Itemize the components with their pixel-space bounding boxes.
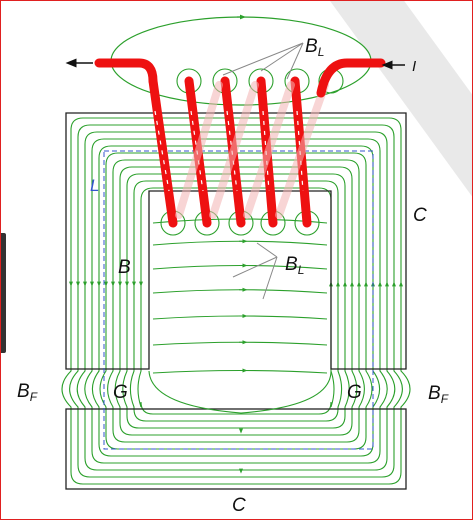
label-leakage-mid: BL [285, 254, 304, 277]
label-field: B [118, 257, 131, 278]
winding-back-segment [275, 81, 329, 219]
label-current: I [412, 58, 416, 75]
label-core-bottom: C [232, 495, 246, 516]
window-field-line [148, 370, 332, 414]
label-leakage-top: BL [305, 36, 324, 59]
core-field-line [99, 152, 373, 450]
label-core-right: C [413, 205, 427, 226]
core-field-line [69, 124, 403, 478]
core-field-line [107, 159, 365, 443]
label-flux-inner: L [90, 176, 99, 195]
winding-back-segment [209, 81, 259, 219]
label-pointers [222, 42, 304, 300]
mean-path [103, 150, 374, 450]
label-gap-right: G [347, 382, 362, 403]
core-field-line [76, 131, 396, 471]
side-tab [1, 233, 6, 353]
winding-lead-right [316, 58, 386, 98]
core-field-line [122, 173, 350, 429]
window-field-line [152, 240, 328, 246]
winding-back-segment [243, 81, 295, 219]
core-lower-part [65, 408, 407, 490]
core-field-line [137, 187, 335, 415]
current-arrows [65, 58, 405, 70]
winding [94, 58, 386, 236]
winding-back-segment [175, 81, 223, 219]
winding-turn [148, 76, 178, 228]
core-field-line [61, 117, 411, 485]
label-fringe-left: BF [17, 381, 38, 404]
core-outline [65, 112, 407, 490]
core-field-line [114, 166, 358, 436]
current-direction-mark [154, 110, 170, 192]
label-gap-left: G [113, 382, 128, 403]
winding-lead-left [94, 58, 158, 86]
core-upper-part [65, 112, 407, 370]
core-field-line [84, 138, 388, 464]
window-field-lines [148, 217, 332, 414]
label-fringe-right: BF [428, 383, 449, 406]
